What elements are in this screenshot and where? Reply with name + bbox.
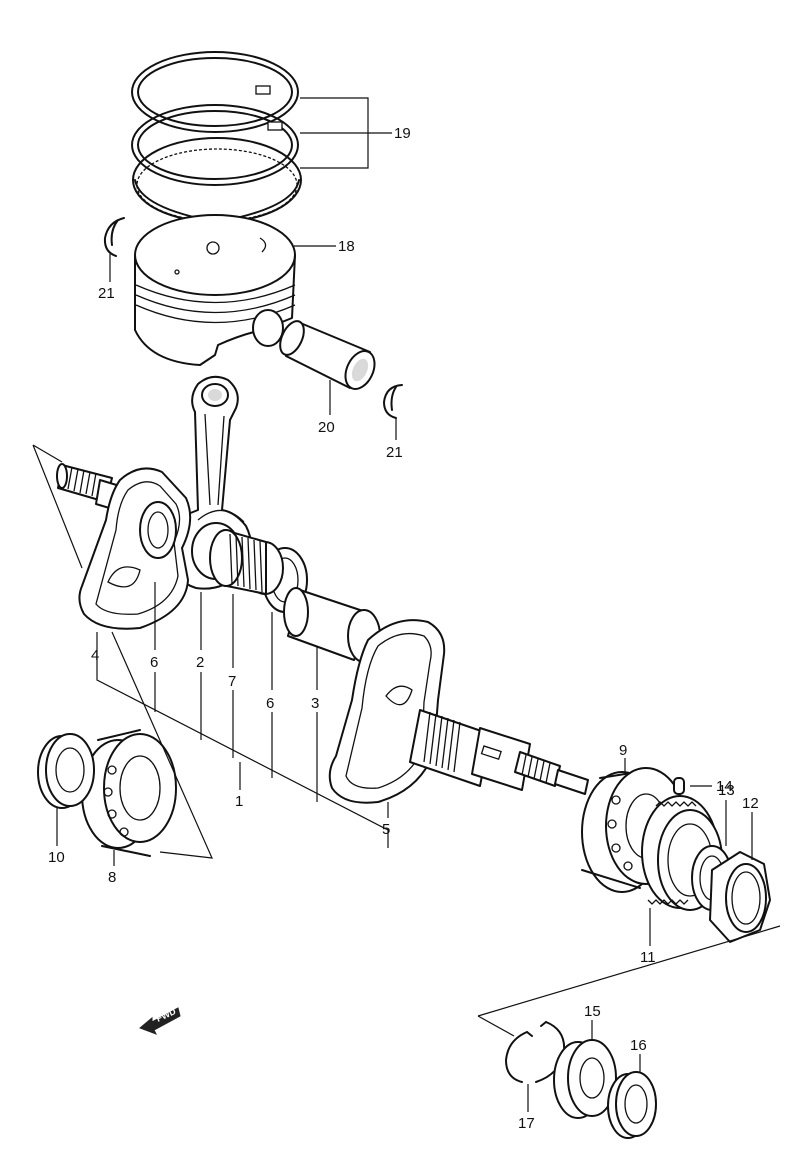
circlip-lower (383, 384, 403, 419)
callout-6-right: 6 (266, 695, 274, 712)
callout-19: 19 (394, 125, 411, 142)
callout-8: 8 (108, 869, 116, 886)
callout-15: 15 (584, 1003, 601, 1020)
callout-11: 11 (640, 949, 656, 966)
piston (134, 214, 296, 366)
oil-seal-small (607, 1071, 657, 1139)
callout-9: 9 (619, 742, 627, 759)
circlip-upper (103, 217, 125, 257)
crankshaft-bearing-left (81, 729, 177, 857)
forward-arrow-icon: FWD (139, 1006, 181, 1035)
needle-bearing (209, 529, 284, 595)
callout-10: 10 (48, 849, 65, 866)
callout-13: 13 (718, 782, 735, 799)
callout-1: 1 (235, 793, 243, 810)
callout-6-left: 6 (150, 654, 158, 671)
callout-12: 12 (742, 795, 759, 812)
callout-20: 20 (318, 419, 335, 436)
callout-17: 17 (518, 1115, 535, 1132)
callout-14: 14 (716, 778, 733, 795)
callout-4: 4 (91, 647, 99, 664)
callout-2: 2 (196, 654, 204, 671)
callout-18: 18 (338, 238, 355, 255)
callout-21-upper: 21 (98, 285, 115, 302)
leader-lines (32, 97, 781, 1112)
woodruff-key (673, 777, 685, 795)
callout-21-lower: 21 (386, 444, 403, 461)
crankshaft-nut (709, 851, 771, 943)
bearing-small (553, 1039, 617, 1119)
crankshaft-right (328, 619, 589, 804)
oil-seal-left (37, 733, 95, 809)
thrust-washer-left (139, 501, 177, 559)
piston-rings (131, 51, 302, 223)
callout-16: 16 (630, 1037, 647, 1054)
callout-5: 5 (382, 821, 390, 838)
callout-7: 7 (228, 673, 236, 690)
callout-3: 3 (311, 695, 319, 712)
callout-labels: 19 18 21 20 21 4 6 2 7 6 3 1 5 10 8 9 14… (48, 125, 759, 1132)
piston-pin (279, 320, 376, 390)
